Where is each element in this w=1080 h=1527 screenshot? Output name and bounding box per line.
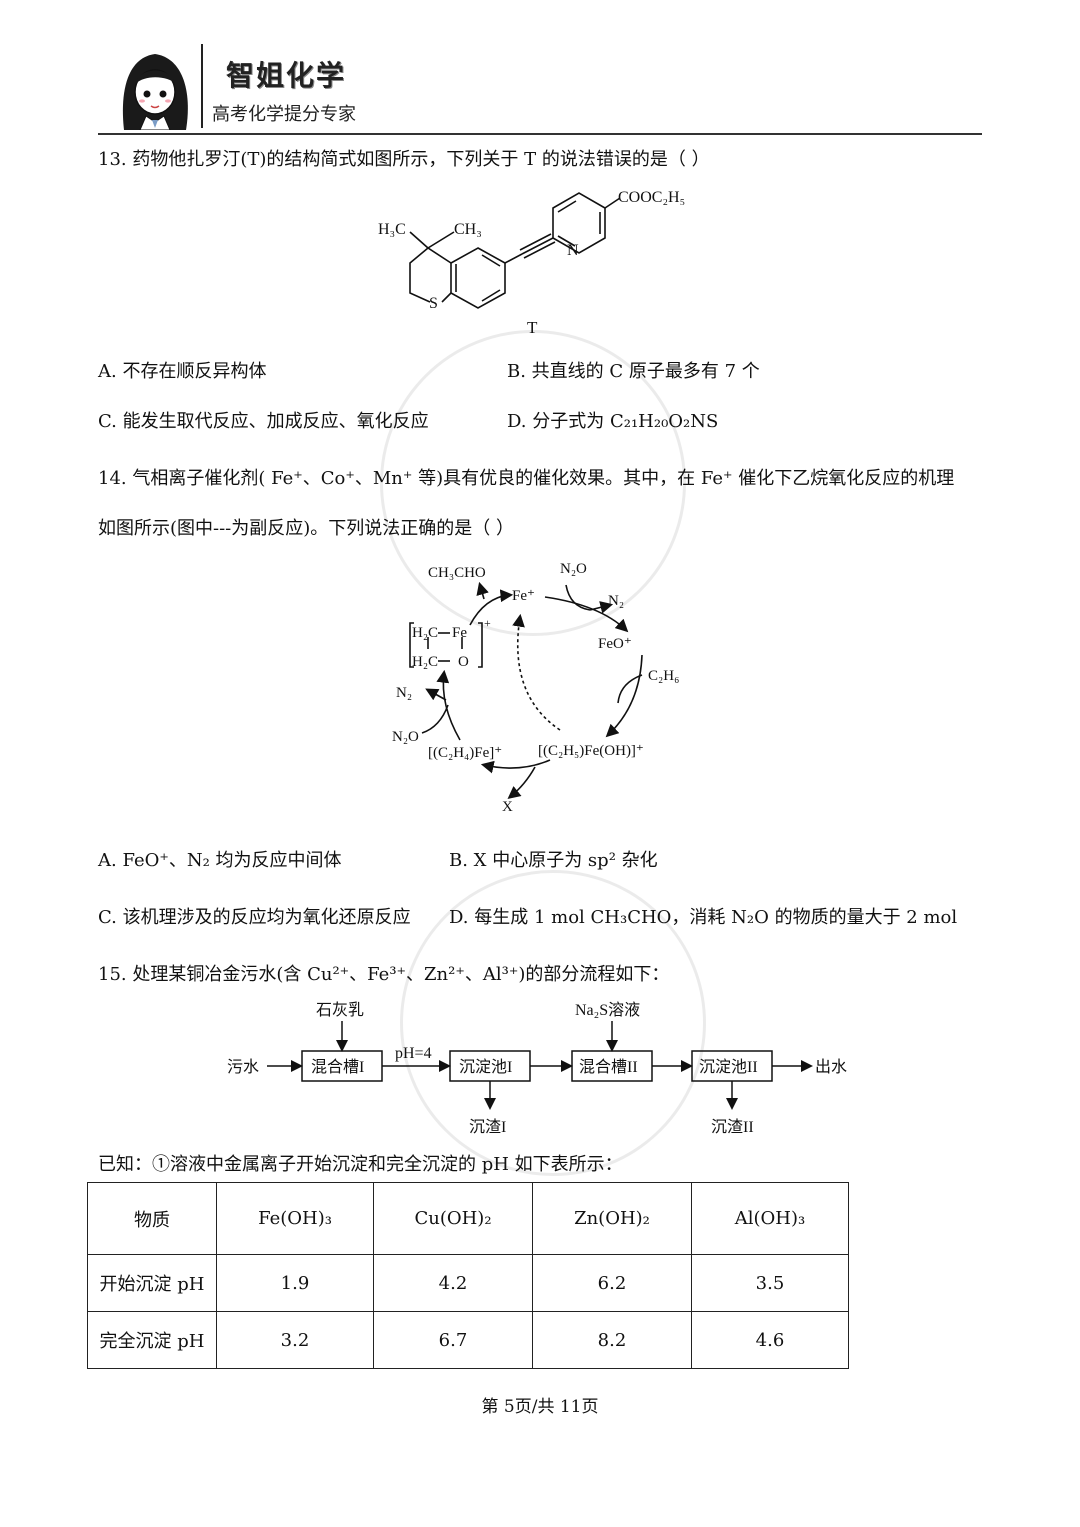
- q13-option-d[interactable]: D. 分子式为 C₂₁H₂₀O₂NS: [507, 411, 719, 432]
- group-ester: COOC₂H₅: [618, 189, 685, 206]
- table-cell: 3.5: [691, 1254, 849, 1312]
- label-feo-plus: FeO⁺: [598, 636, 632, 652]
- q13-stem: 13. 药物他扎罗汀(T)的结构简式如图所示，下列关于 T 的说法错误的是（ ）: [98, 149, 710, 170]
- flow-output: 出水: [815, 1058, 847, 1076]
- table-cell: 3.2: [216, 1311, 374, 1369]
- q13-option-b[interactable]: B. 共直线的 C 原子最多有 7 个: [507, 361, 760, 382]
- table-cell: 完全沉淀 pH: [87, 1311, 217, 1369]
- q14-option-b[interactable]: B. X 中心原子为 sp² 杂化: [449, 850, 658, 871]
- label-n2o-left: N₂O: [392, 729, 419, 745]
- label-n2o-top: N₂O: [560, 561, 587, 577]
- q14-option-a[interactable]: A. FeO⁺、N₂ 均为反应中间体: [98, 850, 342, 871]
- flow-box3: 混合槽II: [579, 1058, 638, 1076]
- q13-option-a[interactable]: A. 不存在顺反异构体: [98, 361, 267, 382]
- table-row: 开始沉淀 pH 1.9 4.2 6.2 3.5: [87, 1254, 849, 1312]
- table-cell: 8.2: [532, 1311, 692, 1369]
- q14-option-c[interactable]: C. 该机理涉及的反应均为氧化还原反应: [98, 907, 411, 928]
- header: 智姐化学 高考化学提分专家: [0, 0, 1080, 140]
- label-c2h4fe: [(C₂H₄)Fe]⁺: [428, 745, 502, 761]
- q14-mechanism: CH₃CHO Fe⁺ N₂O N₂ FeO⁺ C₂H₆ [(C₂H₅)Fe(OH…: [392, 561, 679, 815]
- q14-option-d[interactable]: D. 每生成 1 mol CH₃CHO，消耗 N₂O 的物质的量大于 2 mol: [449, 907, 958, 928]
- table-cell: 6.7: [373, 1311, 533, 1369]
- ring-charge: +: [484, 616, 491, 630]
- flow-box4: 沉淀池II: [699, 1058, 758, 1076]
- q15-stem: 15. 处理某铜冶金污水(含 Cu²⁺、Fe³⁺、Zn²⁺、Al³⁺)的部分流程…: [98, 964, 670, 985]
- group-h3c: H₃C: [378, 221, 406, 238]
- flow-box1: 混合槽I: [311, 1058, 364, 1076]
- label-ch3cho: CH₃CHO: [428, 565, 486, 581]
- flow-residue2: 沉渣II: [711, 1118, 754, 1136]
- label-x: X: [502, 799, 513, 815]
- ph-table: 物质 Fe(OH)₃ Cu(OH)₂ Zn(OH)₂ Al(OH)₃ 开始沉淀 …: [87, 1182, 849, 1369]
- page-number: 第 5页/共 11页: [481, 1397, 599, 1417]
- table-cell: 6.2: [532, 1254, 692, 1312]
- ring-fe: Fe: [452, 625, 467, 641]
- table-cell: 1.9: [216, 1254, 374, 1312]
- structure-label: T: [527, 318, 538, 337]
- table-header: Cu(OH)₂: [373, 1182, 533, 1255]
- table-cell: 4.6: [691, 1311, 849, 1369]
- header-divider: [201, 44, 203, 128]
- label-n2-left: N₂: [396, 685, 412, 701]
- label-fe-plus: Fe⁺: [512, 588, 535, 604]
- brand-slogan: 高考化学提分专家: [212, 104, 356, 125]
- flow-input: 污水: [227, 1058, 259, 1076]
- watermark-seal-2: [400, 870, 706, 1176]
- brand-name: 智姐化学: [226, 59, 347, 92]
- header-rule: [98, 133, 982, 135]
- q15-known: 已知：①溶液中金属离子开始沉淀和完全沉淀的 pH 如下表所示：: [98, 1154, 623, 1175]
- table-header-row: 物质 Fe(OH)₃ Cu(OH)₂ Zn(OH)₂ Al(OH)₃: [87, 1182, 849, 1255]
- table-cell: 开始沉淀 pH: [87, 1254, 217, 1312]
- ring-h2c-bottom: H₂C: [412, 654, 438, 670]
- ring-h2c-top: H₂C: [412, 625, 438, 641]
- flow-reagent2: Na₂S溶液: [575, 1001, 640, 1019]
- q15-flowchart: 污水 混合槽I pH=4 沉淀池I 混合槽II 沉淀池II 出水 石灰乳 Na₂…: [227, 1001, 847, 1136]
- table-header: Zn(OH)₂: [532, 1182, 692, 1255]
- q14-stem-line2: 如图所示(图中---为副反应)。下列说法正确的是（ ）: [98, 518, 515, 539]
- q13-structure: H₃C CH₃ S N COOC₂H₅ T: [378, 189, 685, 337]
- table-row: 完全沉淀 pH 3.2 6.7 8.2 4.6: [87, 1311, 849, 1369]
- label-c2h6: C₂H₆: [648, 668, 679, 684]
- flow-box2: 沉淀池I: [459, 1058, 512, 1076]
- atom-s: S: [429, 295, 438, 312]
- flow-reagent1: 石灰乳: [316, 1001, 364, 1019]
- label-c2h5feoh: [(C₂H₅)Fe(OH)]⁺: [538, 743, 644, 759]
- table-header: Al(OH)₃: [691, 1182, 849, 1255]
- atom-n: N: [567, 242, 579, 259]
- flow-ph-label: pH=4: [395, 1045, 432, 1062]
- label-n2-top: N₂: [608, 593, 624, 609]
- group-ch3: CH₃: [454, 221, 482, 238]
- q14-stem-line1: 14. 气相离子催化剂( Fe⁺、Co⁺、Mn⁺ 等)具有优良的催化效果。其中，…: [98, 468, 955, 489]
- table-header: Fe(OH)₃: [216, 1182, 374, 1255]
- ring-o: O: [458, 654, 469, 670]
- avatar: [122, 54, 188, 130]
- watermark-seal-1: [380, 330, 686, 636]
- flow-residue1: 沉渣I: [469, 1118, 506, 1136]
- table-cell: 4.2: [373, 1254, 533, 1312]
- q13-option-c[interactable]: C. 能发生取代反应、加成反应、氧化反应: [98, 411, 429, 432]
- table-header: 物质: [87, 1182, 217, 1255]
